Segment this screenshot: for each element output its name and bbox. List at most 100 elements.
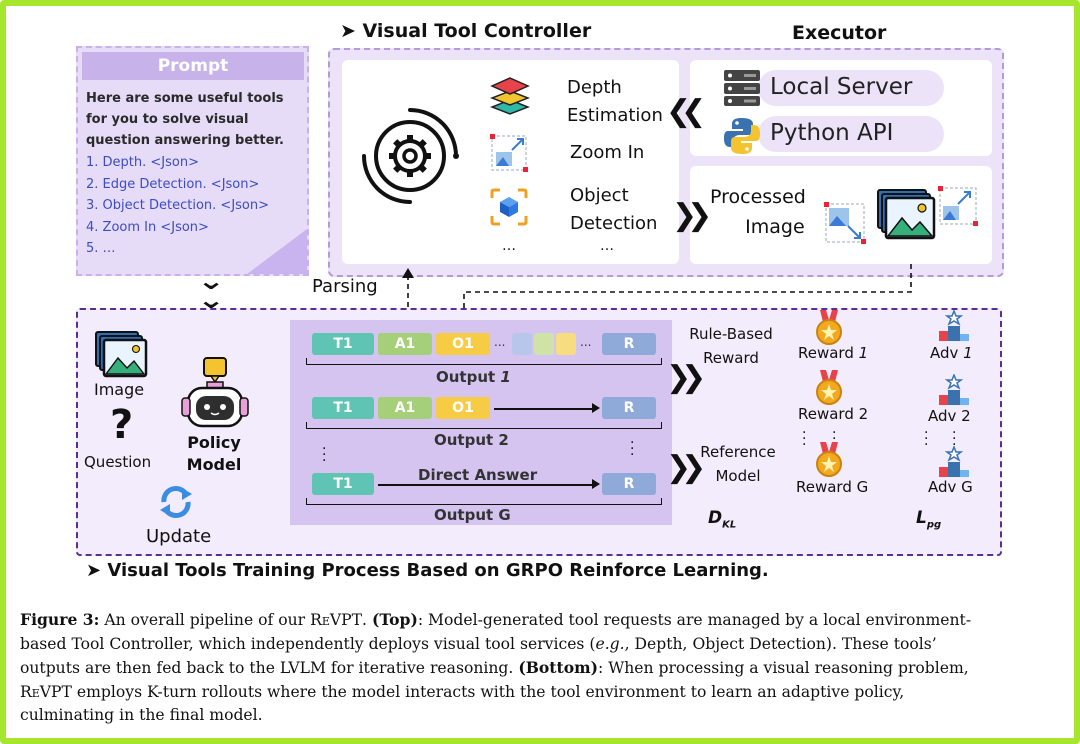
image-label: Image bbox=[94, 380, 145, 399]
robot-icon bbox=[181, 357, 249, 428]
processed-image-label: Processed Image bbox=[710, 186, 806, 238]
caption-text: ReVPT bbox=[20, 682, 72, 701]
advg-label: Adv G bbox=[928, 478, 973, 496]
token-t1: T1 bbox=[312, 473, 374, 495]
outputg-arrow bbox=[378, 484, 596, 486]
server-icon bbox=[724, 70, 760, 106]
zoom-target-icon bbox=[938, 186, 978, 226]
tool-ellipsis: … bbox=[502, 238, 516, 254]
token-pad bbox=[556, 333, 576, 355]
caption-text: , Depth, Object Detection). These tools’ bbox=[624, 634, 937, 653]
token-o1: O1 bbox=[436, 397, 490, 419]
rule-based-reward-label: Rule-Based Reward bbox=[689, 325, 773, 367]
zoom-in-icon bbox=[490, 134, 528, 172]
prompt-tool-item: 3. Object Detection. <Json> bbox=[86, 198, 270, 213]
depth-layers-icon bbox=[490, 77, 530, 115]
prompt-intro-line: question answering better. bbox=[86, 133, 284, 148]
tool-ellipsis: … bbox=[600, 238, 614, 254]
caption-line: ReVPT employs K-turn rollouts where the … bbox=[20, 681, 1074, 705]
output2-arrow bbox=[494, 408, 596, 410]
vertical-ellipsis: ... bbox=[802, 421, 807, 449]
outputg-label: Output G bbox=[434, 506, 511, 524]
image-input-icon bbox=[95, 331, 148, 378]
parsing-label: Parsing bbox=[312, 276, 378, 297]
token-ellipsis: ... bbox=[580, 335, 592, 349]
arrow-bullet-icon: ➤ bbox=[86, 560, 102, 581]
caption-text: culminating in the final model. bbox=[20, 706, 263, 724]
caption-text: ReVPT bbox=[310, 611, 363, 629]
prompt-tool-list: 1. Depth. <Json> 2. Edge Detection. <Jso… bbox=[86, 152, 269, 260]
token-ellipsis: ... bbox=[494, 335, 506, 349]
token-t1: T1 bbox=[312, 333, 374, 355]
prompt-tool-item: 2. Edge Detection. <Json> bbox=[86, 176, 260, 192]
dkl-label: DKL bbox=[708, 508, 737, 531]
prompt-intro: Here are some useful tools for you to so… bbox=[86, 88, 284, 151]
vertical-ellipsis: ... bbox=[952, 421, 957, 449]
caption-text: employs K-turn rollouts where the model … bbox=[71, 682, 905, 701]
podium-icon bbox=[939, 310, 969, 341]
caption-text: . bbox=[362, 611, 372, 629]
cropped-image-icon bbox=[824, 202, 866, 244]
medal-icon bbox=[816, 310, 842, 345]
medal-icon bbox=[816, 442, 842, 477]
update-cycle-icon bbox=[160, 486, 192, 518]
arrow-bullet-icon: ➤ bbox=[340, 20, 356, 42]
rewardg-label: Reward G bbox=[796, 478, 869, 496]
prompt-tool-item: 1. Depth. <Json> bbox=[86, 155, 199, 170]
caption-line: Figure 3: An overall pipeline of our ReV… bbox=[20, 608, 1074, 633]
output2-label: Output 2 bbox=[434, 431, 509, 449]
prompt-title: Prompt bbox=[157, 56, 229, 76]
reward1-label: Reward 1 bbox=[798, 344, 869, 362]
section-title: ➤ Visual Tools Training Process Based on… bbox=[86, 560, 769, 581]
lpg-label: Lpg bbox=[916, 508, 942, 531]
python-api-pill bbox=[758, 116, 944, 152]
token-o1: O1 bbox=[436, 333, 490, 355]
caption-text: : Model-generated tool requests are mana… bbox=[417, 611, 972, 629]
token-t1: T1 bbox=[312, 397, 374, 419]
prompt-header: Prompt bbox=[82, 52, 304, 80]
token-r: R bbox=[602, 333, 656, 355]
token-pad bbox=[534, 333, 554, 355]
token-pad bbox=[512, 333, 532, 355]
arrow-head-icon bbox=[592, 479, 600, 489]
output2-bracket bbox=[306, 422, 662, 429]
prompt-corner bbox=[247, 229, 307, 274]
zoom-label: Zoom In bbox=[570, 142, 645, 163]
token-r: R bbox=[602, 473, 656, 495]
caption-text: outputs are then fed back to the LVLM fo… bbox=[20, 659, 519, 677]
caption-text: based Tool Controller, which independent… bbox=[20, 634, 596, 653]
question-label: Question bbox=[84, 453, 152, 471]
prompt-panel bbox=[76, 46, 309, 276]
podium-icon bbox=[939, 446, 969, 477]
image-stack-icon bbox=[877, 189, 936, 240]
caption-text: (Bottom) bbox=[518, 658, 598, 677]
token-a1: A1 bbox=[378, 397, 432, 419]
outputg-bracket bbox=[306, 498, 662, 505]
output1-bracket bbox=[306, 358, 662, 365]
prompt-intro-line: for you to solve visual bbox=[86, 112, 249, 127]
token-r: R bbox=[602, 397, 656, 419]
controller-gear-icon bbox=[362, 108, 459, 204]
question-mark-icon: ? bbox=[110, 402, 134, 448]
caption-line: based Tool Controller, which independent… bbox=[20, 633, 1074, 657]
adv1-label: Adv 1 bbox=[930, 344, 973, 362]
direct-answer-label: Direct Answer bbox=[418, 466, 538, 484]
update-label: Update bbox=[146, 526, 212, 547]
caption-line: outputs are then fed back to the LVLM fo… bbox=[20, 656, 1074, 681]
object-detection-label: Object Detection bbox=[570, 185, 658, 234]
python-api-label: Python API bbox=[770, 120, 894, 146]
podium-icon bbox=[939, 374, 969, 405]
output1-label: Output 1 bbox=[436, 368, 511, 386]
object-detection-icon bbox=[490, 188, 528, 226]
reference-model-label: Reference Model bbox=[700, 443, 776, 485]
policy-model-label: Policy Model bbox=[186, 433, 242, 474]
prompt-tool-item: 4. Zoom In <Json> bbox=[86, 219, 209, 235]
vertical-ellipsis: ... bbox=[322, 437, 327, 465]
vertical-ellipsis: ... bbox=[832, 421, 837, 449]
vertical-ellipsis: ... bbox=[924, 421, 929, 449]
caption-text: (Top) bbox=[371, 610, 418, 629]
prompt-tool-item: 5. … bbox=[86, 241, 116, 256]
arrow-head-icon bbox=[592, 403, 600, 413]
prompt-intro-line: Here are some useful tools bbox=[86, 91, 284, 106]
